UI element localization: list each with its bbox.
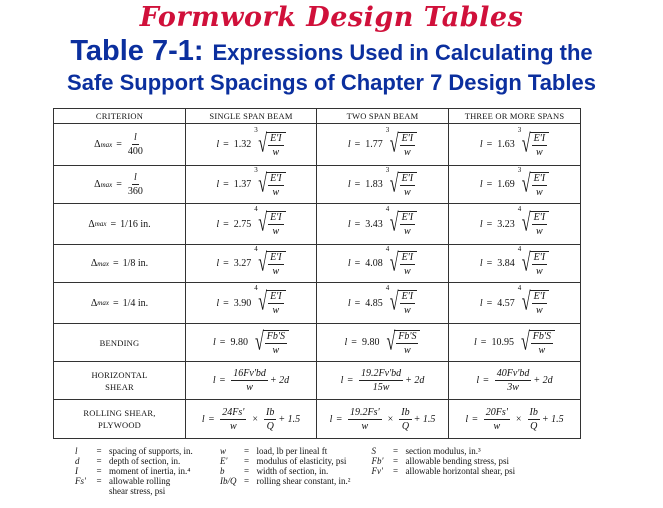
table-number: Table 7-1: — [70, 35, 204, 67]
col-header-criterion: CRITERION — [53, 108, 186, 124]
subtitle-line2: Safe Support Spacings of Chapter 7 Desig… — [67, 70, 596, 95]
table-header-row: CRITERION SINGLE SPAN BEAM TWO SPAN BEAM… — [53, 108, 581, 124]
col-header-three-spans: THREE OR MORE SPANS — [448, 108, 581, 124]
criterion-cell: ROLLING SHEAR,PLYWOOD — [53, 399, 186, 439]
table-title: Table 7-1: Expressions Used in Calculati… — [0, 35, 663, 96]
col-header-single-span: SINGLE SPAN BEAM — [185, 108, 317, 124]
subtitle-line1: Expressions Used in Calculating the — [212, 40, 593, 65]
page-title: Formwork Design Tables — [139, 2, 524, 33]
col-header-two-span: TWO SPAN BEAM — [316, 108, 449, 124]
expressions-table: CRITERION SINGLE SPAN BEAM TWO SPAN BEAM… — [53, 108, 581, 439]
criterion-cell: BENDING — [53, 323, 186, 362]
symbol-legend: l=spacing of supports, in. w=load, lb pe… — [75, 446, 516, 496]
